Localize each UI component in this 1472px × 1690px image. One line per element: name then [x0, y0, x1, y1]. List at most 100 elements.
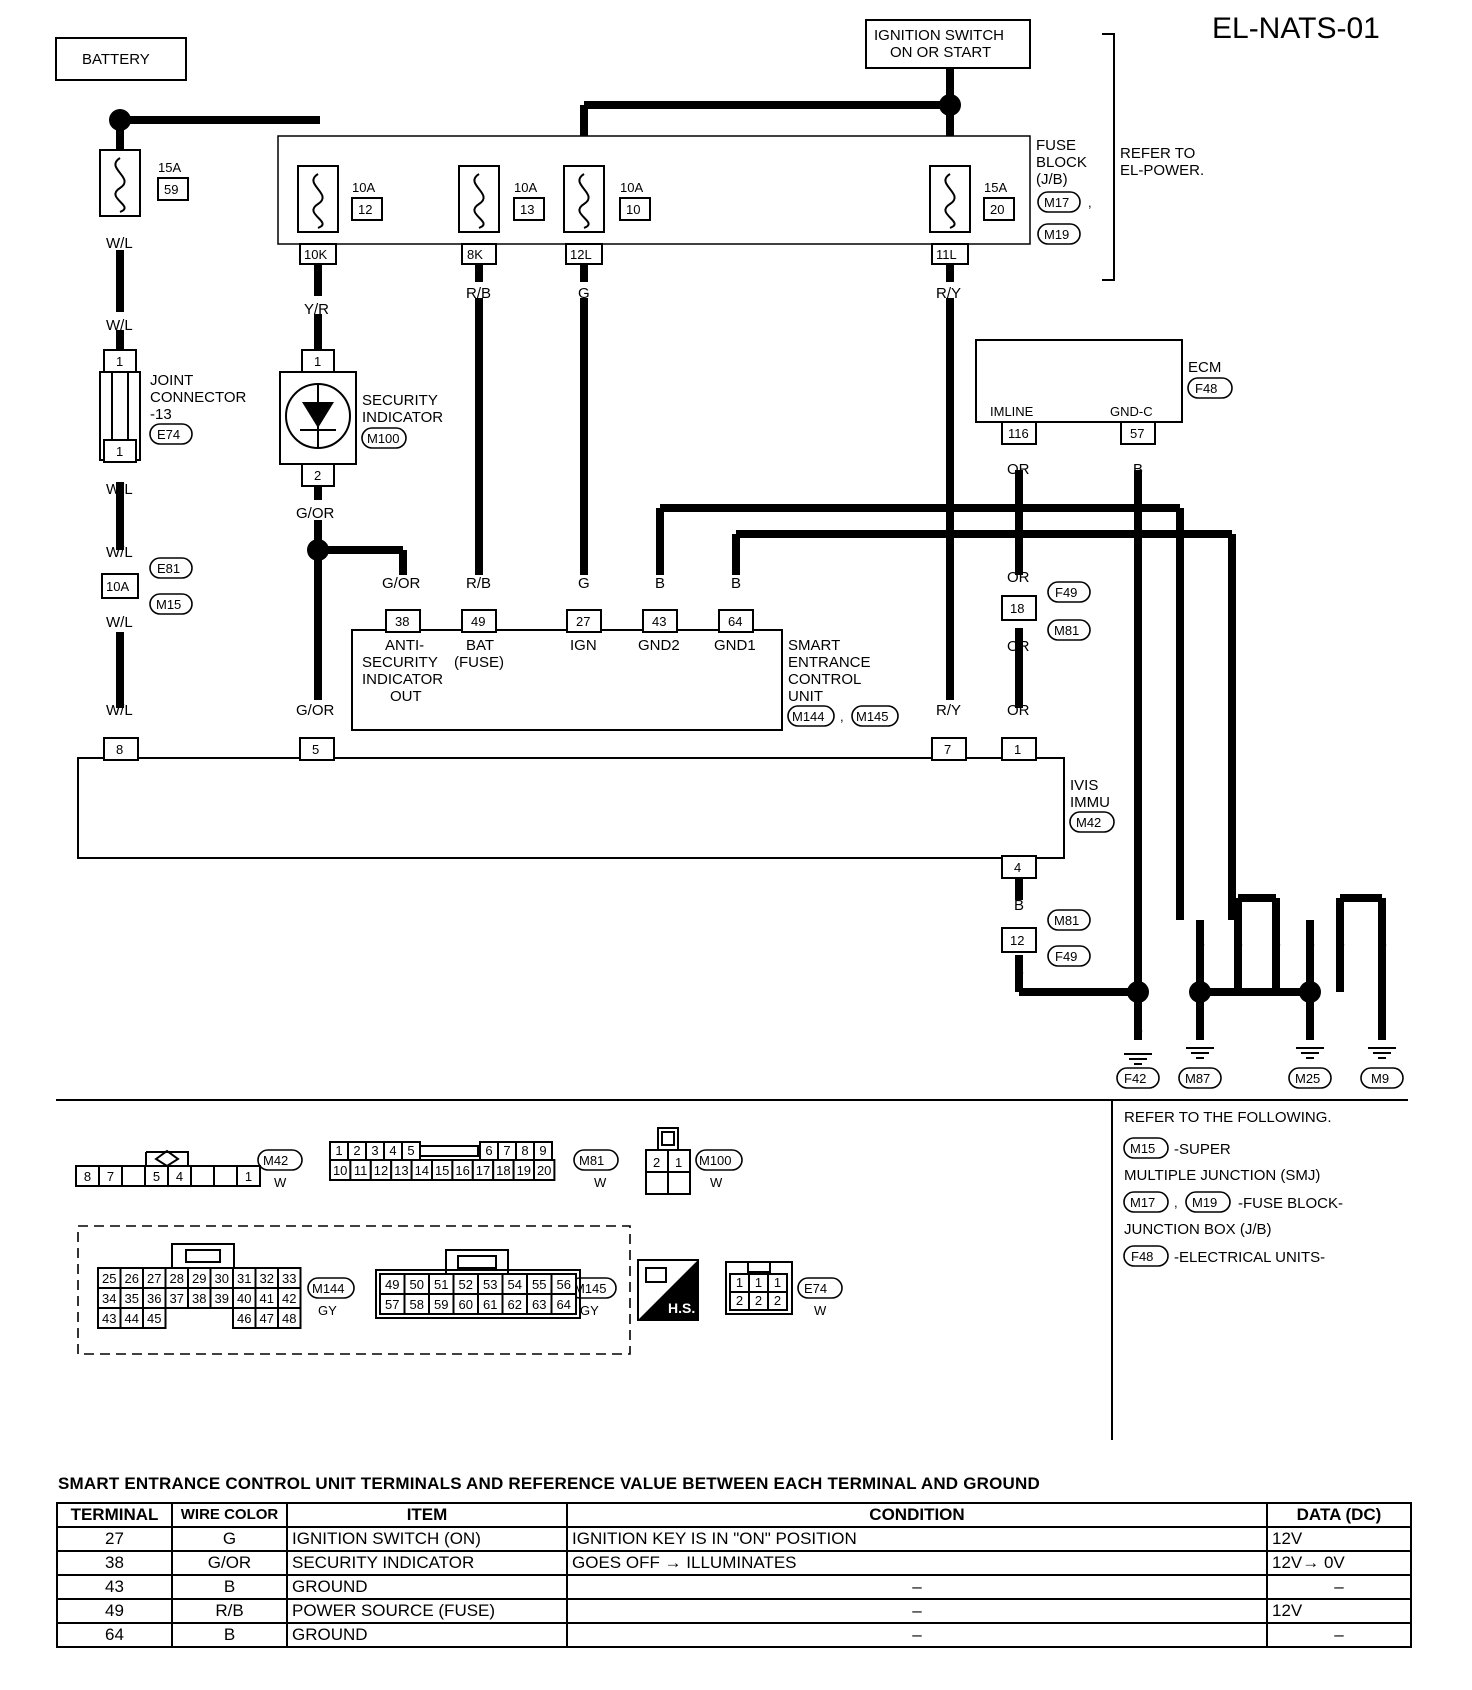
terminal-table: TERMINAL WIRE COLOR ITEM CONDITION DATA … — [56, 1502, 1412, 1648]
m144-pin: 43 — [102, 1311, 116, 1326]
svg-text:E74: E74 — [157, 427, 180, 442]
svg-text:G: G — [578, 285, 590, 302]
svg-text:GND2: GND2 — [638, 637, 680, 654]
terminal-cell: 38 — [56, 1550, 173, 1576]
m145-pin: 53 — [483, 1277, 497, 1292]
m144-pin: 30 — [215, 1271, 229, 1286]
svg-text:38: 38 — [395, 614, 409, 629]
svg-text:ANTI-: ANTI- — [385, 637, 424, 654]
fuse-output-terminals: 10K 8K 12L 11L — [299, 243, 969, 265]
table-title: SMART ENTRANCE CONTROL UNIT TERMINALS AN… — [58, 1474, 1040, 1493]
m144-pin: 36 — [147, 1291, 161, 1306]
e74-pin: 1 — [774, 1275, 781, 1290]
m81-pin: 12 — [374, 1163, 388, 1178]
m145-pin: 51 — [434, 1277, 448, 1292]
m81-pin: 14 — [415, 1163, 429, 1178]
svg-text:59: 59 — [164, 182, 178, 197]
svg-text:15A: 15A — [158, 160, 181, 175]
svg-text:SMART: SMART — [788, 637, 840, 654]
svg-text:IVIS: IVIS — [1070, 777, 1098, 794]
fuse-block-label-1: FUSE — [1036, 137, 1076, 154]
ignition-label-2: ON OR START — [890, 44, 991, 61]
svg-text:43: 43 — [652, 614, 666, 629]
m81-pin: 3 — [371, 1143, 378, 1158]
svg-text:UNIT: UNIT — [788, 688, 823, 705]
wiring-diagram: EL-NATS-01 BATTERY IGNITION SWITCH ON OR… — [55, 12, 1408, 1440]
data-cell: 12V — [1266, 1598, 1412, 1624]
svg-text:B: B — [1195, 935, 1205, 952]
svg-text:W: W — [594, 1175, 607, 1190]
svg-text:11L: 11L — [936, 247, 957, 262]
svg-text:M100: M100 — [699, 1153, 732, 1168]
svg-text:JOINT: JOINT — [150, 372, 193, 389]
header-data: DATA (DC) — [1266, 1502, 1412, 1528]
svg-text:OR: OR — [1007, 638, 1030, 655]
item-cell: SECURITY INDICATOR — [286, 1550, 568, 1576]
m144-pin: 42 — [282, 1291, 296, 1306]
svg-text:M42: M42 — [263, 1153, 288, 1168]
fuse-block-label-2: BLOCK — [1036, 154, 1087, 171]
m145-pin: 59 — [434, 1297, 448, 1312]
svg-text:B: B — [655, 575, 665, 592]
connector-f49-m81: 18 F49 M81 — [1001, 581, 1091, 641]
svg-text:OUT: OUT — [390, 688, 422, 705]
e74-pin: 2 — [755, 1293, 762, 1308]
fuse-12: 10A 12 — [297, 165, 383, 233]
svg-text:W: W — [814, 1303, 827, 1318]
m145-pin: 52 — [459, 1277, 473, 1292]
svg-text:CONNECTOR: CONNECTOR — [150, 389, 247, 406]
svg-text:M19: M19 — [1192, 1195, 1217, 1210]
svg-text:2: 2 — [653, 1155, 660, 1170]
m144-pin: 38 — [192, 1291, 206, 1306]
ivis-immu: 8 5 7 1 4 IVIS IMMU M42 — [77, 737, 1115, 879]
security-indicator: 1 2 SECURITY INDICATOR M100 — [279, 349, 443, 487]
fuse-59: 15A 59 — [99, 149, 189, 217]
splice-ground-2 — [1189, 981, 1211, 1003]
svg-text:116: 116 — [1008, 426, 1029, 441]
svg-text:R/B: R/B — [466, 285, 491, 302]
m144-pin: 32 — [260, 1271, 274, 1286]
svg-text:F49: F49 — [1055, 585, 1077, 600]
refer-power-1: REFER TO — [1120, 145, 1195, 162]
m145-pin: 55 — [532, 1277, 546, 1292]
splice-gor — [307, 539, 329, 561]
data-cell: – — [1266, 1574, 1412, 1600]
item-cell: GROUND — [286, 1574, 568, 1600]
svg-text:M17: M17 — [1044, 195, 1069, 210]
m81-pin: 16 — [455, 1163, 469, 1178]
svg-text:F48: F48 — [1195, 381, 1217, 396]
m144-pin: 34 — [102, 1291, 116, 1306]
svg-text:W/L: W/L — [106, 702, 133, 719]
e74-pin: 1 — [736, 1275, 743, 1290]
fuse-block-box — [277, 135, 1031, 245]
header-item: ITEM — [286, 1502, 568, 1528]
svg-text:13: 13 — [520, 202, 534, 217]
svg-text:1: 1 — [116, 354, 123, 369]
splice-ground-3 — [1299, 981, 1321, 1003]
refer-power-2: EL-POWER. — [1120, 162, 1204, 179]
connector-m81-f49: 12 M81 F49 — [1001, 909, 1091, 967]
dashed-group — [77, 1225, 631, 1355]
m17-pill — [1037, 191, 1081, 213]
svg-text:REFER TO THE FOLLOWING.: REFER TO THE FOLLOWING. — [1124, 1109, 1332, 1126]
svg-text:GY: GY — [580, 1303, 599, 1318]
terminal-cell: 43 — [56, 1574, 173, 1600]
svg-text:1: 1 — [675, 1155, 682, 1170]
svg-text:B: B — [1335, 935, 1345, 952]
m144-pin: 39 — [215, 1291, 229, 1306]
svg-text:M17: M17 — [1130, 1195, 1155, 1210]
svg-text:W/L: W/L — [106, 481, 133, 498]
svg-text:M145: M145 — [574, 1281, 607, 1296]
fuse-13: 10A 13 — [458, 165, 545, 233]
svg-text:M81: M81 — [1054, 913, 1079, 928]
m81-pin: 18 — [496, 1163, 510, 1178]
svg-text:IMMU: IMMU — [1070, 794, 1110, 811]
m144-pin: 29 — [192, 1271, 206, 1286]
svg-text:IMLINE: IMLINE — [990, 404, 1034, 419]
m144-cell — [142, 1307, 167, 1329]
